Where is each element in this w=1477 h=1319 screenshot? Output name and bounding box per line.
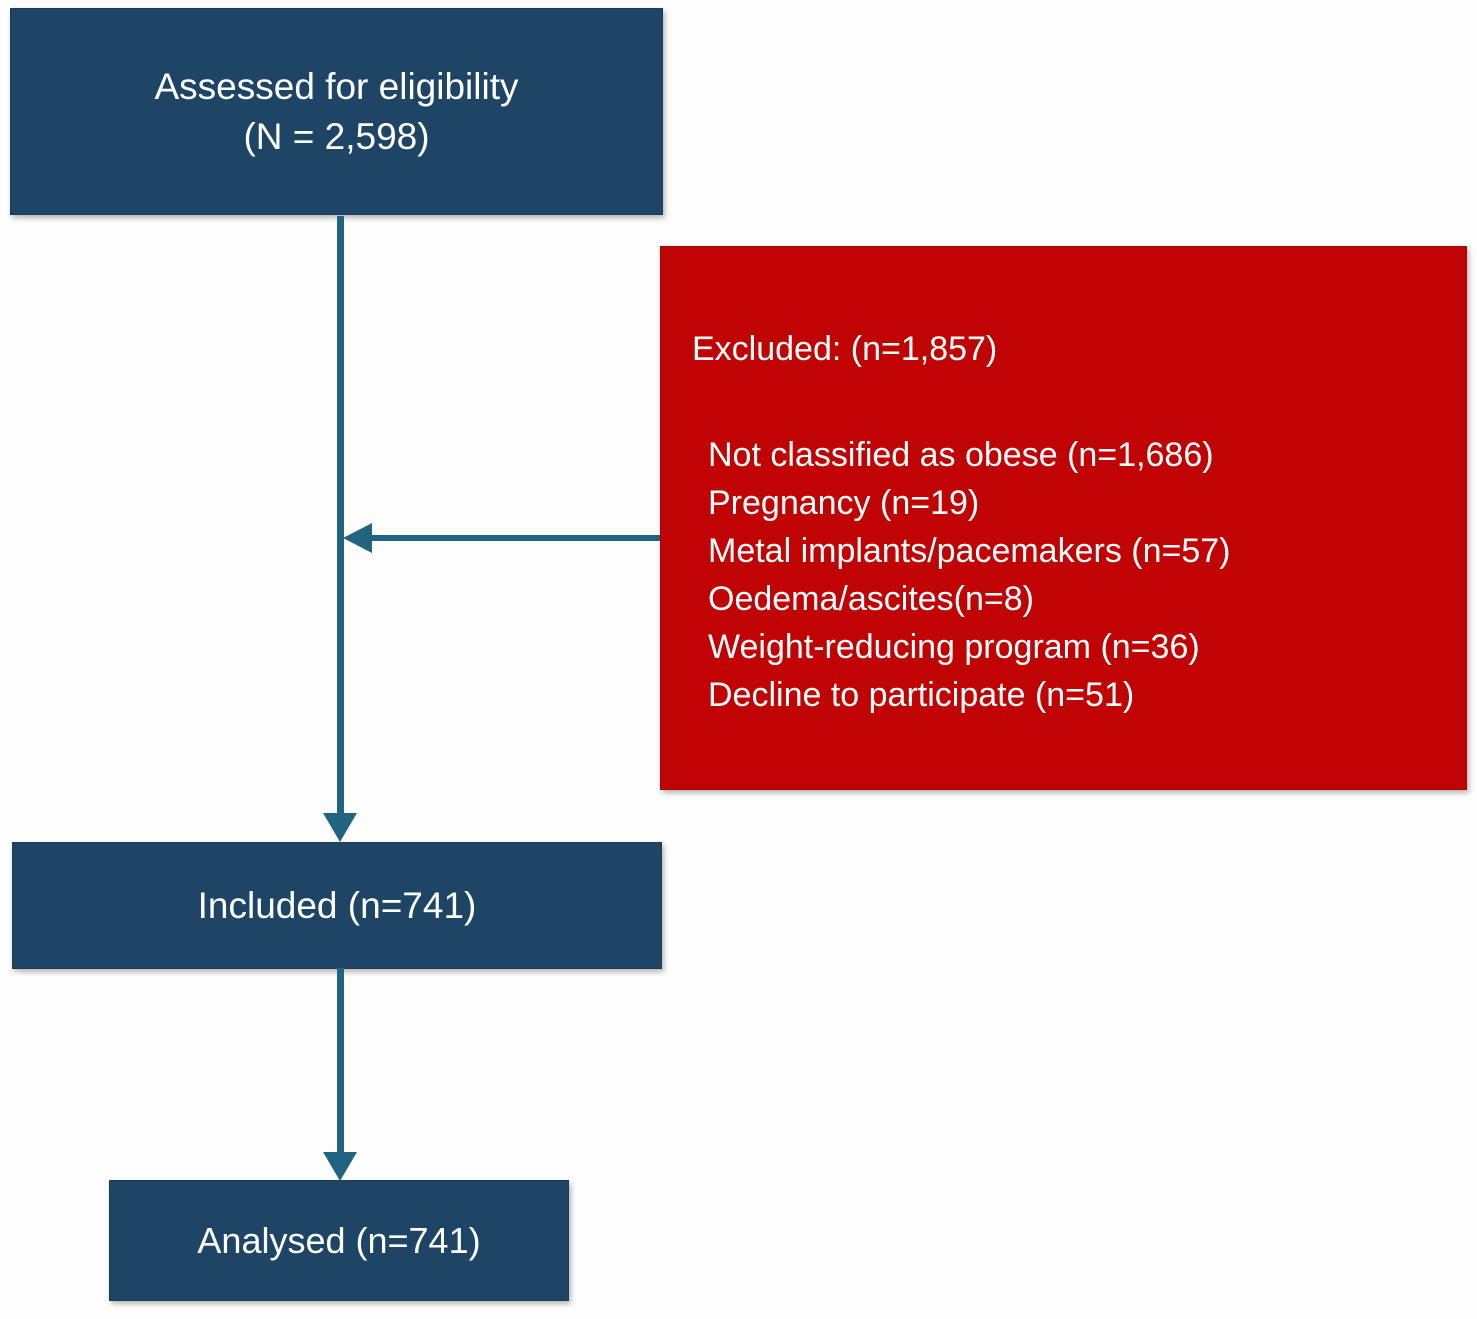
excluded-item: Metal implants/pacemakers (n=57) bbox=[708, 532, 1231, 570]
excluded-item: Pregnancy (n=19) bbox=[708, 484, 980, 522]
arrowhead-down-icon bbox=[323, 813, 357, 842]
excluded-item: Oedema/ascites(n=8) bbox=[708, 580, 1034, 618]
included-box: Included (n=741) bbox=[12, 842, 662, 969]
excluded-list: Not classified as obese (n=1,686) Pregna… bbox=[661, 431, 1466, 719]
assessed-box: Assessed for eligibility (N = 2,598) bbox=[10, 8, 663, 215]
analysed-label: Analysed (n=741) bbox=[197, 1219, 481, 1261]
connector-excluded bbox=[372, 535, 661, 541]
arrowhead-down-icon bbox=[323, 1152, 357, 1181]
analysed-box: Analysed (n=741) bbox=[109, 1180, 569, 1301]
excluded-box: Excluded: (n=1,857) Not classified as ob… bbox=[660, 246, 1467, 790]
excluded-item: Not classified as obese (n=1,686) bbox=[708, 436, 1214, 474]
assessed-count: (N = 2,598) bbox=[243, 115, 430, 157]
connector-included-analysed bbox=[337, 968, 344, 1152]
excluded-title: Excluded: (n=1,857) bbox=[692, 330, 998, 368]
arrowhead-left-icon bbox=[343, 523, 372, 553]
connector-assessed-included bbox=[337, 216, 344, 813]
excluded-item: Weight-reducing program (n=36) bbox=[708, 628, 1200, 666]
assessed-line1: Assessed for eligibility bbox=[154, 65, 519, 107]
included-label: Included (n=741) bbox=[197, 884, 477, 926]
excluded-item: Decline to participate (n=51) bbox=[708, 676, 1135, 714]
